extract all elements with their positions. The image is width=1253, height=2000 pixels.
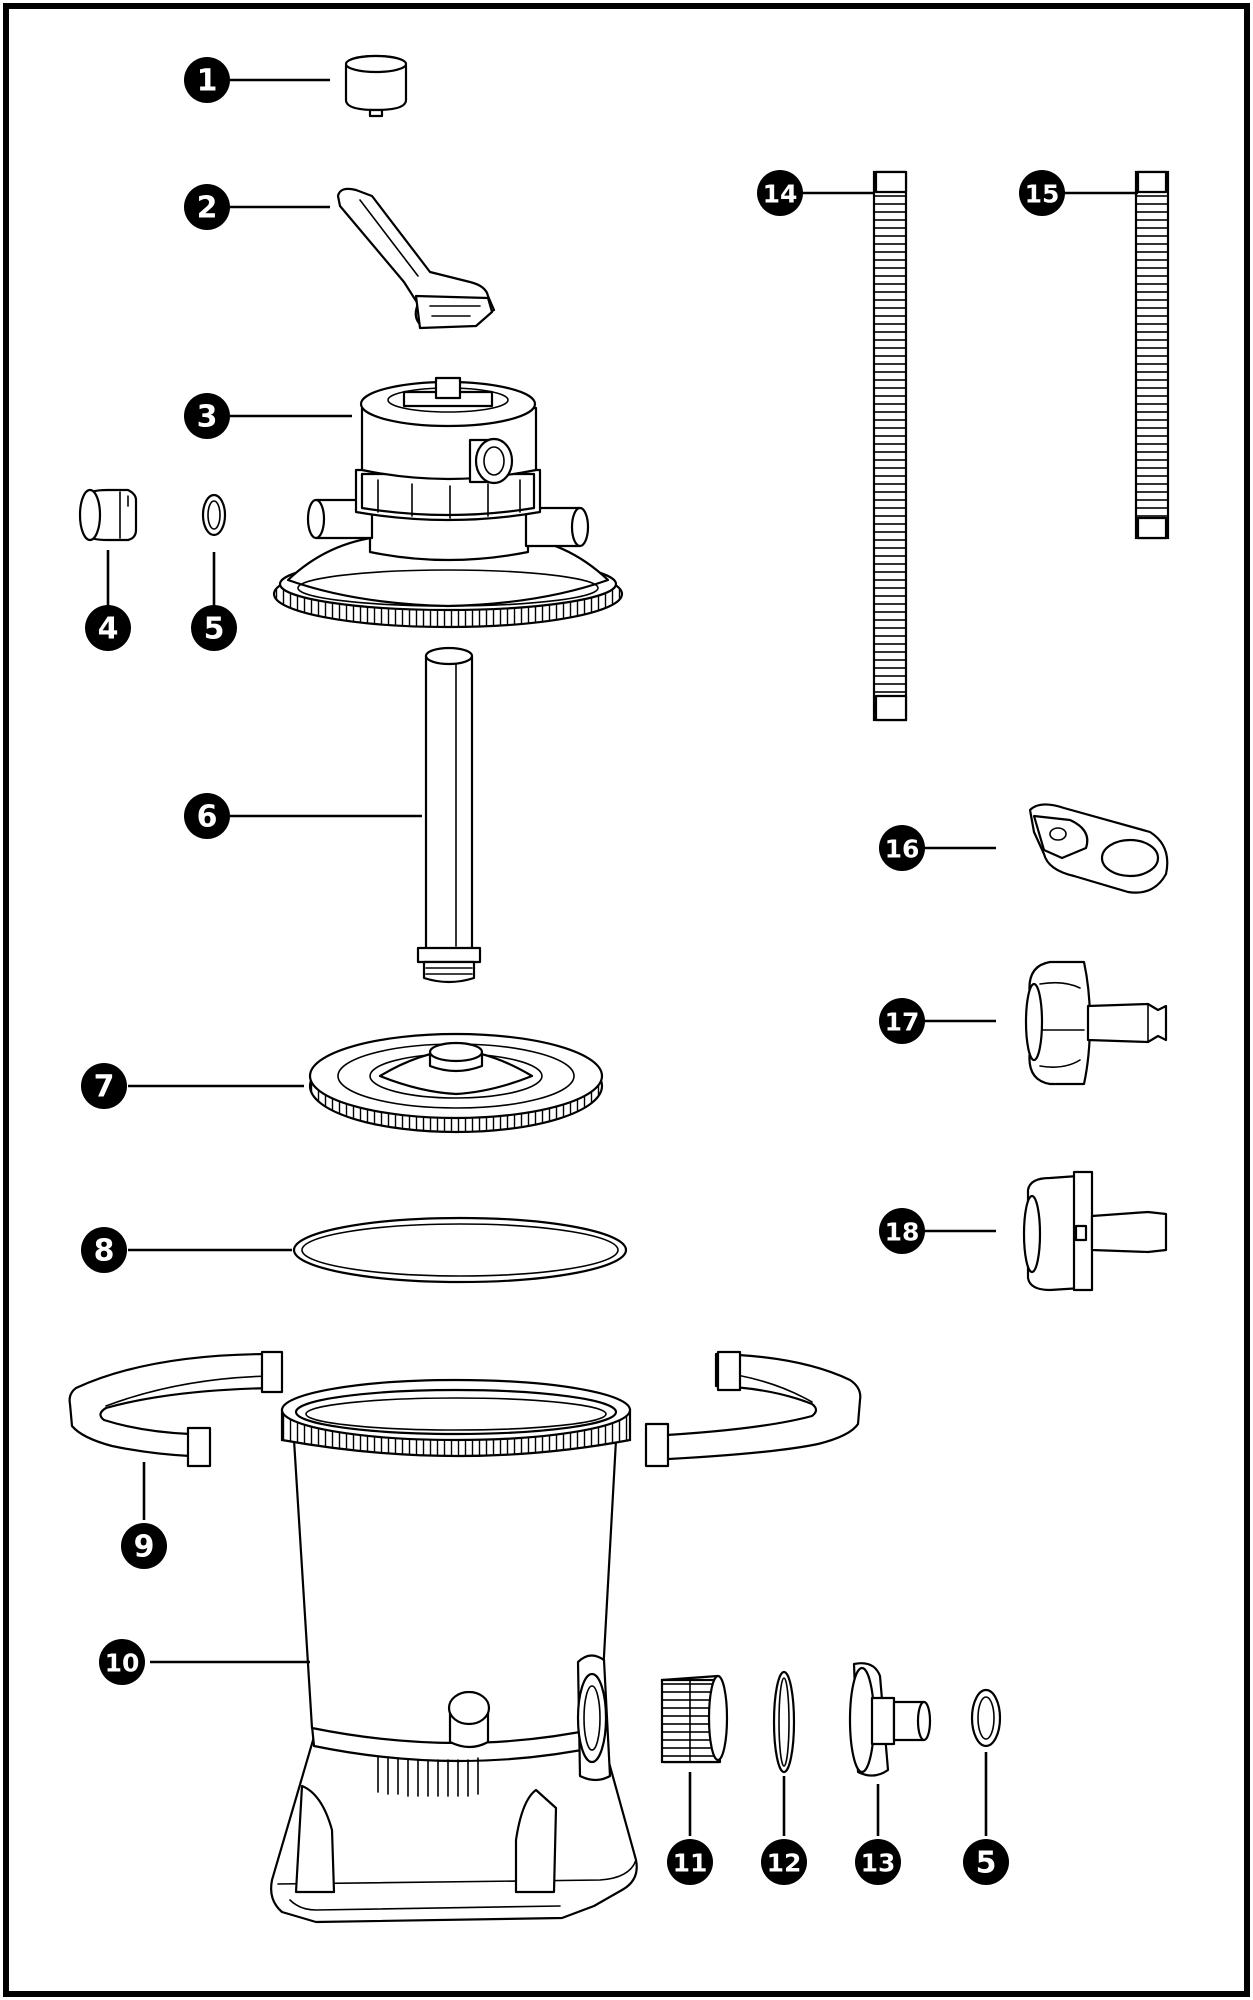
callout-5-bottom: 5 — [963, 1839, 1009, 1885]
part-center-pipe — [416, 646, 482, 984]
callout-11: 11 — [667, 1839, 713, 1885]
part-strainer — [660, 1674, 729, 1764]
svg-text:16: 16 — [885, 835, 920, 864]
callout-9: 9 — [121, 1523, 167, 1569]
part-tank-clamp — [68, 1350, 862, 1468]
svg-text:18: 18 — [885, 1218, 920, 1247]
part-valve-handle — [336, 187, 496, 330]
svg-text:3: 3 — [197, 400, 218, 435]
part-filter-tank — [270, 1378, 638, 1924]
callout-16: 16 — [879, 825, 925, 871]
svg-text:12: 12 — [767, 1849, 802, 1878]
part-threaded-connector — [1022, 1170, 1168, 1292]
callout-7: 7 — [81, 1063, 127, 1109]
callout-12: 12 — [761, 1839, 807, 1885]
part-hose-clamp — [1028, 803, 1169, 894]
part-o-ring-connector — [970, 1688, 1002, 1748]
part-multiport-valve — [272, 376, 624, 629]
callout-1: 1 — [184, 57, 230, 103]
part-short-hose — [1134, 170, 1170, 540]
svg-text:5: 5 — [204, 612, 225, 647]
callout-15: 15 — [1019, 170, 1065, 216]
svg-text:9: 9 — [134, 1530, 155, 1565]
svg-text:1: 1 — [197, 64, 218, 99]
part-diffuser-plate — [308, 1032, 604, 1134]
svg-text:13: 13 — [861, 1849, 896, 1878]
callout-18: 18 — [879, 1208, 925, 1254]
part-drain-cap — [78, 488, 138, 542]
page-border — [3, 3, 1250, 1997]
part-tank-o-ring — [292, 1216, 628, 1284]
svg-text:7: 7 — [94, 1070, 115, 1105]
callout-17: 17 — [879, 998, 925, 1044]
callout-8: 8 — [81, 1227, 127, 1273]
callout-10: 10 — [99, 1639, 145, 1685]
callout-2: 2 — [184, 184, 230, 230]
callout-14: 14 — [757, 170, 803, 216]
part-hose-connector — [848, 1662, 932, 1777]
svg-text:2: 2 — [197, 191, 218, 226]
callout-3: 3 — [184, 393, 230, 439]
svg-text:10: 10 — [105, 1649, 140, 1678]
part-plunger-valve — [1024, 960, 1168, 1086]
part-o-ring-strainer — [772, 1670, 796, 1774]
svg-text:6: 6 — [197, 800, 218, 835]
svg-text:8: 8 — [94, 1234, 115, 1269]
svg-text:5: 5 — [976, 1846, 997, 1881]
svg-text:11: 11 — [673, 1849, 708, 1878]
part-long-hose — [872, 170, 908, 722]
callout-6: 6 — [184, 793, 230, 839]
svg-text:17: 17 — [885, 1008, 920, 1037]
part-knob-cap — [344, 54, 408, 118]
callout-5-top: 5 — [191, 605, 237, 651]
leader-lines — [106, 78, 1138, 1836]
callout-13: 13 — [855, 1839, 901, 1885]
svg-text:4: 4 — [98, 612, 119, 647]
callout-4: 4 — [85, 605, 131, 651]
svg-text:15: 15 — [1025, 180, 1060, 209]
svg-text:14: 14 — [763, 180, 798, 209]
part-o-ring-top — [201, 493, 227, 537]
